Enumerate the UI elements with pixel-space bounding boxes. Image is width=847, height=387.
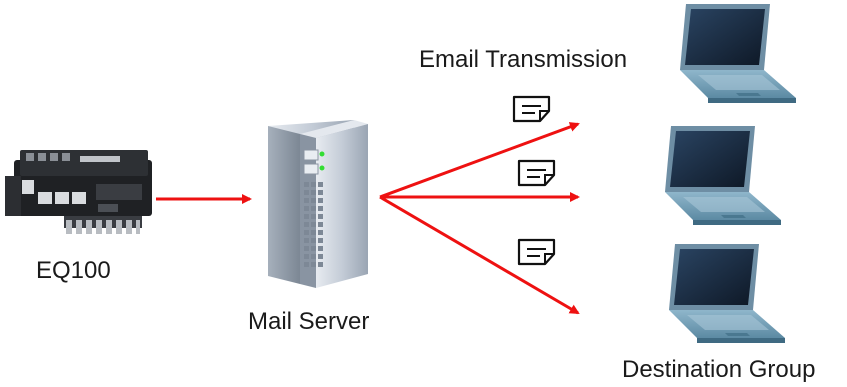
laptop-icon-1 bbox=[680, 4, 796, 103]
mail-server-label: Mail Server bbox=[248, 308, 370, 335]
laptop-icon-2 bbox=[665, 126, 781, 225]
eq100-label: EQ100 bbox=[36, 257, 111, 284]
laptop-icon-3 bbox=[669, 244, 785, 343]
destination-group-label: Destination Group bbox=[622, 356, 816, 383]
envelope-icon-2 bbox=[517, 159, 556, 187]
eq100-device-icon bbox=[5, 150, 152, 234]
server-to-laptop-1-arrow bbox=[379, 122, 580, 199]
envelope-icon-3 bbox=[517, 238, 556, 266]
server-to-laptop-3-arrow bbox=[379, 195, 580, 315]
mail-server-icon bbox=[268, 120, 368, 288]
envelope-icon-1 bbox=[512, 95, 551, 123]
email-transmission-label: Email Transmission bbox=[419, 46, 628, 73]
